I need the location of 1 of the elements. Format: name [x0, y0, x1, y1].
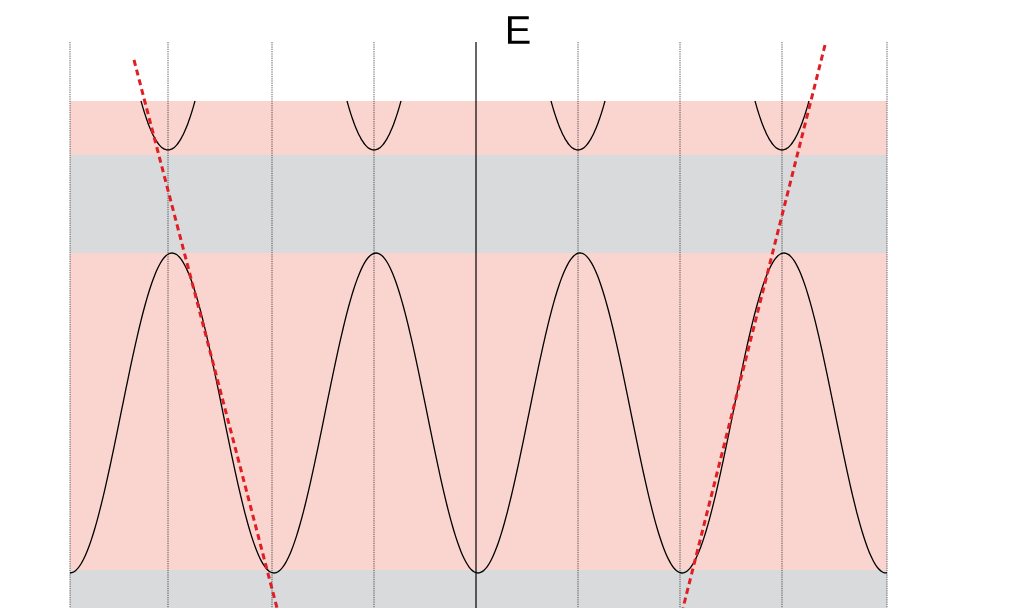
- axis-label: E: [508, 16, 530, 44]
